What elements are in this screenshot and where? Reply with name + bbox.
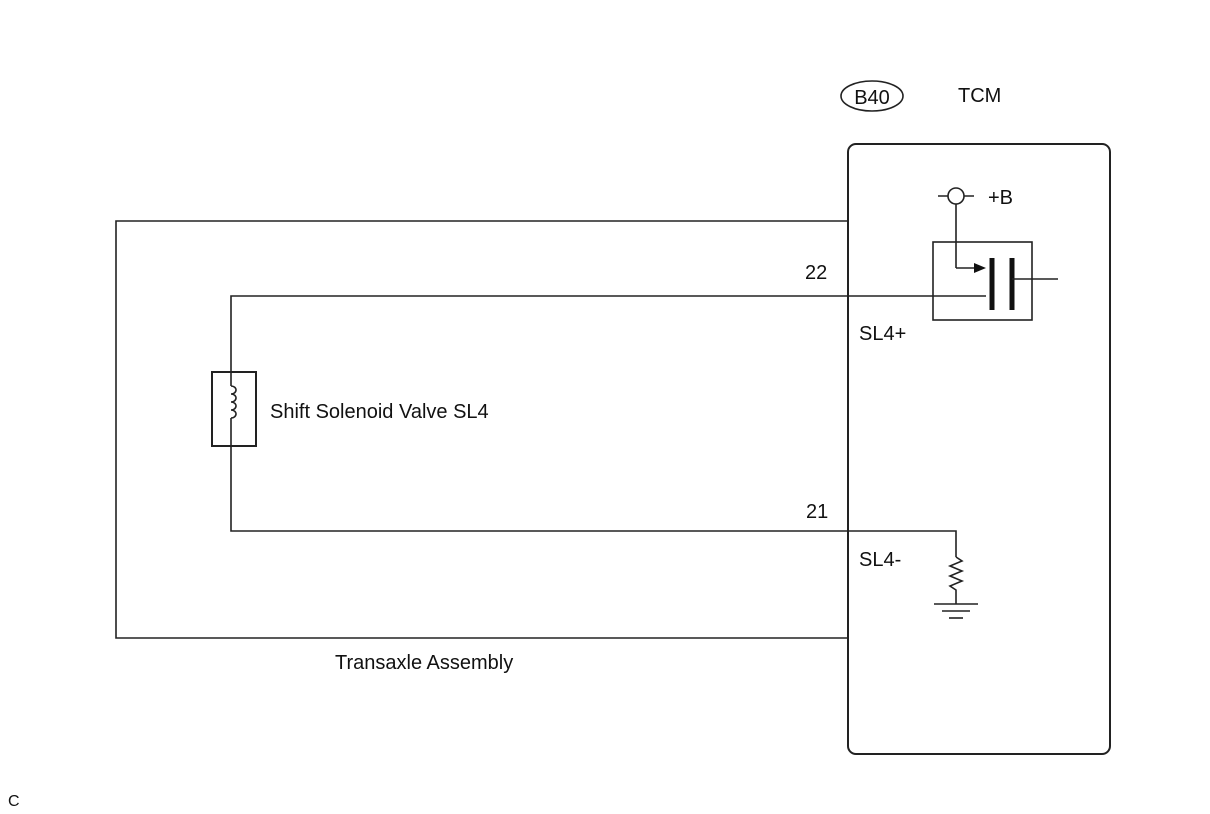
power-supply-terminal-icon bbox=[938, 187, 986, 273]
resistor-icon bbox=[947, 556, 965, 604]
footer-mark: C bbox=[8, 793, 20, 810]
pin-22-number: 22 bbox=[805, 262, 827, 284]
pin-22-signal: SL4+ bbox=[859, 323, 906, 345]
transaxle-assembly-outline bbox=[115, 220, 848, 639]
pin-21-number: 21 bbox=[806, 501, 828, 523]
driver-transistor-icon bbox=[932, 241, 1058, 321]
power-label: +B bbox=[988, 187, 1013, 209]
pin-21-signal: SL4- bbox=[859, 549, 901, 571]
connector-code: B40 bbox=[854, 87, 890, 109]
wire-pin-22 bbox=[230, 295, 986, 372]
module-name: TCM bbox=[958, 85, 1001, 107]
ground-icon bbox=[934, 603, 978, 619]
component-label: Shift Solenoid Valve SL4 bbox=[270, 401, 489, 423]
connector-badge: B40 bbox=[840, 80, 904, 112]
solenoid-coil-icon bbox=[211, 371, 257, 447]
wire-pin-21 bbox=[230, 446, 957, 557]
assembly-label: Transaxle Assembly bbox=[335, 652, 513, 674]
tcm-module-box bbox=[847, 143, 1111, 755]
